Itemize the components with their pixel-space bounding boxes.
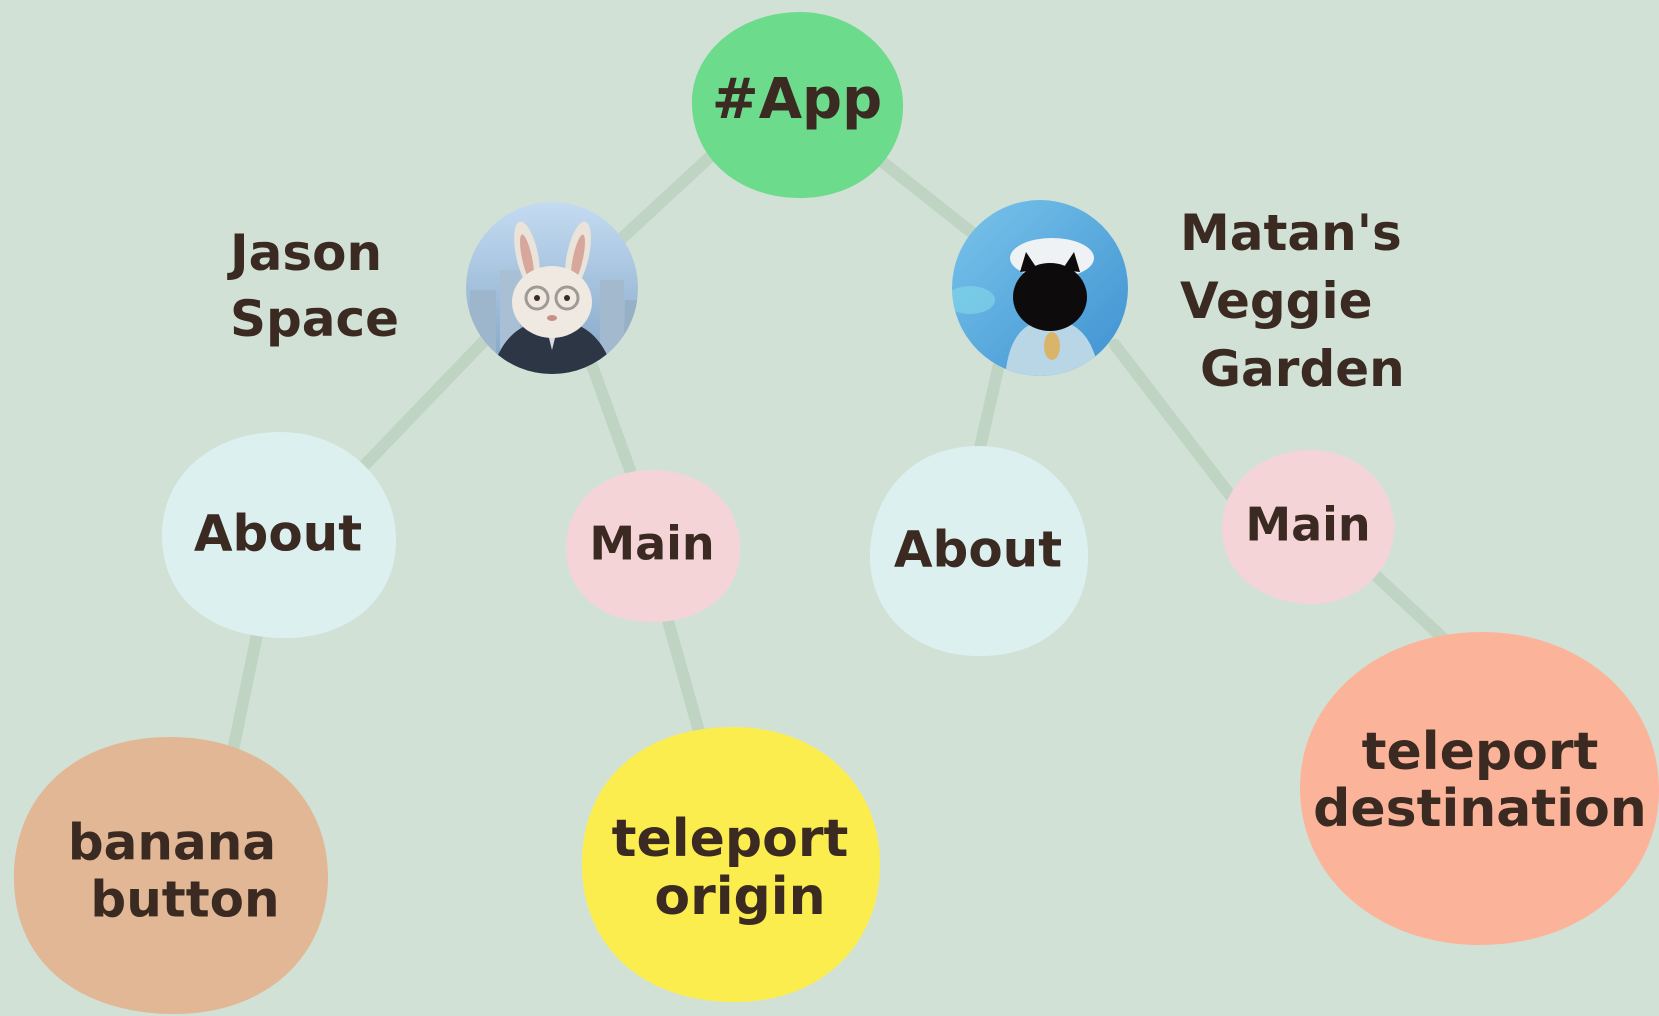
node-matan-main: Main: [1222, 450, 1395, 605]
node-jason-main: Main: [566, 470, 740, 622]
node-origin-label-line-1: teleport: [612, 809, 849, 869]
node-jason-main-label: Main: [589, 517, 714, 571]
node-matan-main-bubble: [1222, 450, 1395, 605]
node-teleport-destination: teleport destination: [1300, 632, 1659, 945]
node-jason-main-bubble: [566, 470, 740, 622]
node-app-label: #App: [712, 67, 882, 132]
matan-caption-line-3: Garden: [1200, 340, 1405, 398]
node-jason-about-label: About: [194, 505, 362, 563]
cat-avatar: [952, 200, 1128, 376]
node-app: #App: [691, 12, 904, 198]
node-destination-label-line-2: destination: [1313, 779, 1647, 839]
node-destination-label-line-1: teleport: [1362, 722, 1599, 782]
node-matan-about-bubble: [869, 446, 1089, 657]
matan-caption-line-1: Matan's: [1180, 204, 1402, 262]
node-matan-main-label: Main: [1245, 498, 1370, 552]
node-jason-space: [466, 202, 638, 374]
edge-jason-about: [354, 334, 491, 476]
edge-matan-main: [1109, 339, 1236, 501]
node-banana-label-line-1: banana: [68, 814, 276, 872]
node-matan-about: About: [869, 446, 1089, 657]
jason-space-caption: Jason Space: [227, 224, 399, 348]
edge-main-origin: [659, 604, 706, 741]
node-app-bubble: [691, 12, 904, 198]
edges: [226, 149, 1451, 761]
bunny-avatar: [466, 202, 638, 374]
jason-caption-line-2: Space: [230, 290, 399, 348]
node-jason-about: About: [162, 432, 396, 639]
edge-app-matan: [874, 154, 981, 241]
node-teleport-origin: teleport origin: [581, 727, 881, 1003]
node-banana-button-bubble: [13, 737, 329, 1015]
jason-caption-line-1: Jason: [227, 224, 382, 282]
edge-jason-main: [584, 354, 636, 476]
edge-matan-about: [974, 354, 1006, 454]
node-banana-label-line-2: button: [90, 871, 279, 929]
node-banana-button: banana button: [13, 737, 329, 1015]
node-teleport-destination-bubble: [1300, 632, 1659, 945]
matan-caption-line-2: Veggie: [1180, 272, 1373, 330]
node-matan-about-label: About: [894, 521, 1062, 579]
edge-app-jason: [614, 149, 718, 246]
node-teleport-origin-bubble: [581, 727, 881, 1003]
edge-about-banana: [226, 624, 264, 761]
edge-main-destination: [1364, 564, 1451, 646]
matan-caption: Matan's Veggie Garden: [1180, 204, 1405, 398]
node-jason-about-bubble: [162, 432, 396, 639]
node-origin-label-line-2: origin: [654, 867, 825, 927]
node-matan-veggie-garden: [952, 200, 1128, 376]
